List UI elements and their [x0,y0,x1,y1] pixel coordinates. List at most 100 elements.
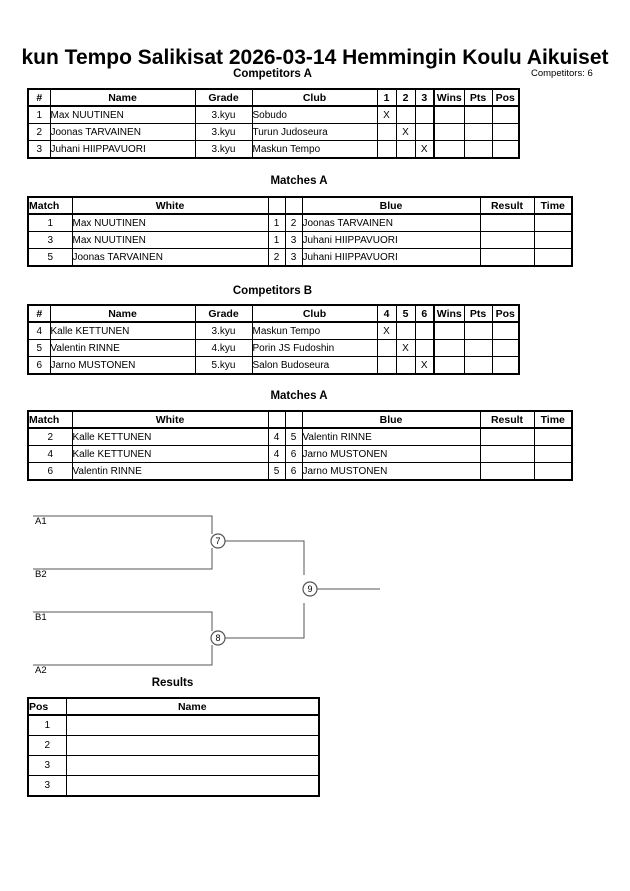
cell-pts [463,356,493,375]
cell-wins [433,105,465,124]
bracket-seed-b1: B1 [35,612,47,623]
cell-mark-6: X [414,356,435,375]
cell-white-no: 5 [267,462,286,481]
cell-match: 4 [27,445,73,463]
table-row: 4 Kalle KETTUNEN 3.kyu Maskun Tempo X [27,321,520,340]
cell-name: Joonas TARVAINEN [49,123,196,141]
col-blue: Blue [301,196,481,215]
cell-grade: 3.kyu [194,105,253,124]
col-time: Time [533,196,573,215]
cell-mark-4: X [376,321,397,340]
cell-club: Salon Budoseura [251,356,378,375]
cell-name: Max NUUTINEN [49,105,196,124]
cell-wins [433,321,465,340]
cell-num: 5 [27,339,51,357]
cell-mark-1 [376,140,397,159]
caption-competitors-b: Competitors B [232,285,313,297]
col-name: Name [49,88,196,107]
elimination-bracket: 7 8 9 A1 B2 B1 A2 [0,500,630,680]
bracket-seed-a1: A1 [35,516,47,527]
cell-match: 1 [27,213,73,232]
cell-time [533,231,573,249]
table-row: 1 Max NUUTINEN 3.kyu Sobudo X [27,105,520,124]
cell-mark-3 [414,123,435,141]
cell-pts [463,105,493,124]
cell-blue-no: 3 [284,231,303,249]
cell-mark-5: X [395,339,416,357]
cell-pos [491,140,520,159]
table-row: 2 Kalle KETTUNEN 4 5 Valentin RINNE [27,427,573,446]
cell-result [479,427,535,446]
cell-name: Kalle KETTUNEN [49,321,196,340]
matches-table-b: Match White Blue Result Time 2 Kalle KET… [27,410,573,481]
bracket-node-8-label: 8 [215,633,221,643]
bracket-node-7-label: 7 [215,536,221,546]
cell-blue: Juhani HIIPPAVUORI [301,248,481,267]
table-row: 3 [27,775,320,797]
cell-pts [463,140,493,159]
cell-num: 4 [27,321,51,340]
cell-blue-no: 6 [284,462,303,481]
col-white-no [267,410,286,429]
cell-name [65,775,320,797]
cell-white: Max NUUTINEN [71,231,269,249]
bracket-line-semi-top-out [225,540,305,575]
table-row: 6 Jarno MUSTONEN 5.kyu Salon Budoseura X [27,356,520,375]
cell-wins [433,123,465,141]
table-row: 3 Juhani HIIPPAVUORI 3.kyu Maskun Tempo … [27,140,520,159]
col-pts: Pts [463,88,493,107]
col-grade: Grade [194,304,253,323]
cell-pts [463,339,493,357]
bracket-seed-b2: B2 [35,569,47,580]
col-opp-3: 3 [414,88,435,107]
col-wins: Wins [433,88,465,107]
cell-time [533,248,573,267]
caption-results: Results [151,677,194,689]
cell-mark-2: X [395,123,416,141]
col-club: Club [251,304,378,323]
col-time: Time [533,410,573,429]
cell-name: Juhani HIIPPAVUORI [49,140,196,159]
page-title-text: kun Tempo Salikisat 2026-03-14 Hemmingin… [21,46,609,69]
bracket-line-a1 [33,515,213,534]
cell-club: Sobudo [251,105,378,124]
table-row: 3 Max NUUTINEN 1 3 Juhani HIIPPAVUORI [27,231,573,249]
cell-pos: 3 [27,755,67,776]
bracket-seed-a2: A2 [35,665,47,676]
matches-table-a: Match White Blue Result Time 1 Max NUUTI… [27,196,573,267]
bracket-line-semi-bottom-out [225,603,305,639]
cell-grade: 4.kyu [194,339,253,357]
caption-matches-a: Matches A [270,175,328,187]
cell-white: Valentin RINNE [71,462,269,481]
cell-name [65,735,320,756]
cell-wins [433,140,465,159]
bracket-svg [33,515,380,666]
competitors-count: Competitors: 6 [531,68,593,79]
cell-blue-no: 6 [284,445,303,463]
bracket-line-b2 [33,548,213,570]
col-wins: Wins [433,304,465,323]
col-grade: Grade [194,88,253,107]
col-pos: Pos [491,304,520,323]
cell-name: Valentin RINNE [49,339,196,357]
cell-time [533,445,573,463]
competitors-table-a: # Name Grade Club 1 2 3 Wins Pts Pos 1 M… [27,88,520,159]
col-match: Match [27,410,73,429]
col-white: White [71,410,269,429]
col-name: Name [65,697,320,716]
cell-white-no: 4 [267,445,286,463]
table-header-row: Pos Name [27,697,320,716]
cell-grade: 5.kyu [194,356,253,375]
col-blue: Blue [301,410,481,429]
cell-blue: Jarno MUSTONEN [301,462,481,481]
cell-num: 6 [27,356,51,375]
cell-name [65,714,320,736]
bracket-line-b1 [33,611,213,631]
cell-white-no: 2 [267,248,286,267]
table-row: 2 [27,735,320,756]
col-opp-2: 2 [395,88,416,107]
cell-blue: Joonas TARVAINEN [301,213,481,232]
col-opp-5: 5 [395,304,416,323]
cell-match: 6 [27,462,73,481]
cell-time [533,462,573,481]
